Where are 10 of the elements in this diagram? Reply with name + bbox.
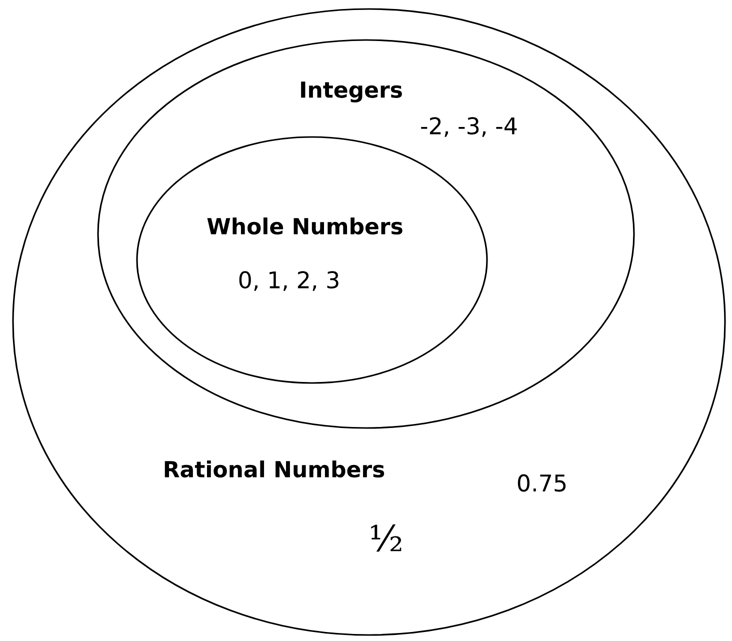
set-ellipse bbox=[12, 8, 726, 636]
number-list: -2, -3, -4 bbox=[421, 117, 517, 137]
set-label: Integers bbox=[301, 82, 402, 102]
number-list: 0, 1, 2, 3 bbox=[239, 271, 338, 291]
fraction: ½ bbox=[371, 524, 402, 552]
set-ellipse bbox=[136, 136, 488, 384]
set-label: Whole Numbers bbox=[207, 218, 402, 235]
set-ellipse bbox=[97, 39, 635, 429]
set-label: Rational Numbers bbox=[164, 460, 384, 478]
number-list: 0.75 bbox=[518, 474, 566, 492]
